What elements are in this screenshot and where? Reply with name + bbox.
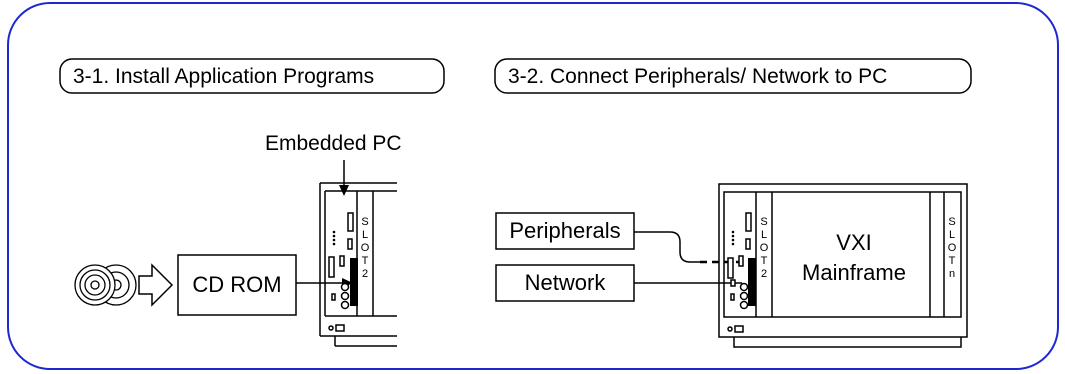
slot-letter: 2 bbox=[760, 268, 768, 280]
peripherals-cable bbox=[634, 231, 700, 263]
cdrom-label: CD ROM bbox=[192, 272, 282, 297]
vxi-mainframe-label: VXI Mainframe bbox=[790, 228, 918, 288]
embedded-pc-label: Embedded PC bbox=[265, 132, 402, 155]
network-label: Network bbox=[524, 270, 606, 295]
slot-letter: O bbox=[360, 242, 370, 254]
connect-step-title: 3-2. Connect Peripherals/ Network to PC bbox=[508, 65, 888, 88]
peripherals-box bbox=[495, 212, 635, 250]
slot-letter: L bbox=[361, 229, 369, 241]
install-title-box bbox=[59, 58, 445, 94]
cdrom-box bbox=[177, 254, 297, 316]
slot-letter: n bbox=[948, 268, 956, 280]
peripherals-label: Peripherals bbox=[509, 218, 621, 243]
mainframe-line1: VXI bbox=[836, 230, 872, 255]
network-box bbox=[495, 264, 635, 302]
slot-letter: L bbox=[760, 229, 768, 241]
mainframe-line2: Mainframe bbox=[802, 260, 906, 285]
right-slotn-label: S L O T n bbox=[946, 216, 958, 281]
left-card-slot bbox=[350, 258, 358, 306]
cd-discs-icon bbox=[74, 264, 137, 306]
slot-letter: S bbox=[361, 216, 369, 228]
vxi-mainframe-chassis bbox=[718, 183, 968, 348]
left-slot-label: S L O T 2 bbox=[359, 216, 371, 281]
right-card-slot bbox=[748, 258, 756, 306]
connect-title-box bbox=[494, 58, 972, 94]
hollow-arrow-icon bbox=[138, 263, 174, 307]
slot-letter: O bbox=[947, 242, 957, 254]
install-step-title: 3-1. Install Application Programs bbox=[73, 65, 375, 88]
slot-letter: T bbox=[948, 255, 956, 267]
slot-letter: S bbox=[760, 216, 768, 228]
outer-frame bbox=[7, 2, 1059, 370]
right-slot2-label: S L O T 2 bbox=[758, 216, 770, 281]
slot-letter: L bbox=[948, 229, 956, 241]
slot-letter: T bbox=[760, 255, 768, 267]
slot-letter: O bbox=[759, 242, 769, 254]
slot-letter: T bbox=[361, 255, 369, 267]
slot-letter: 2 bbox=[361, 268, 369, 280]
slot-letter: S bbox=[948, 216, 956, 228]
